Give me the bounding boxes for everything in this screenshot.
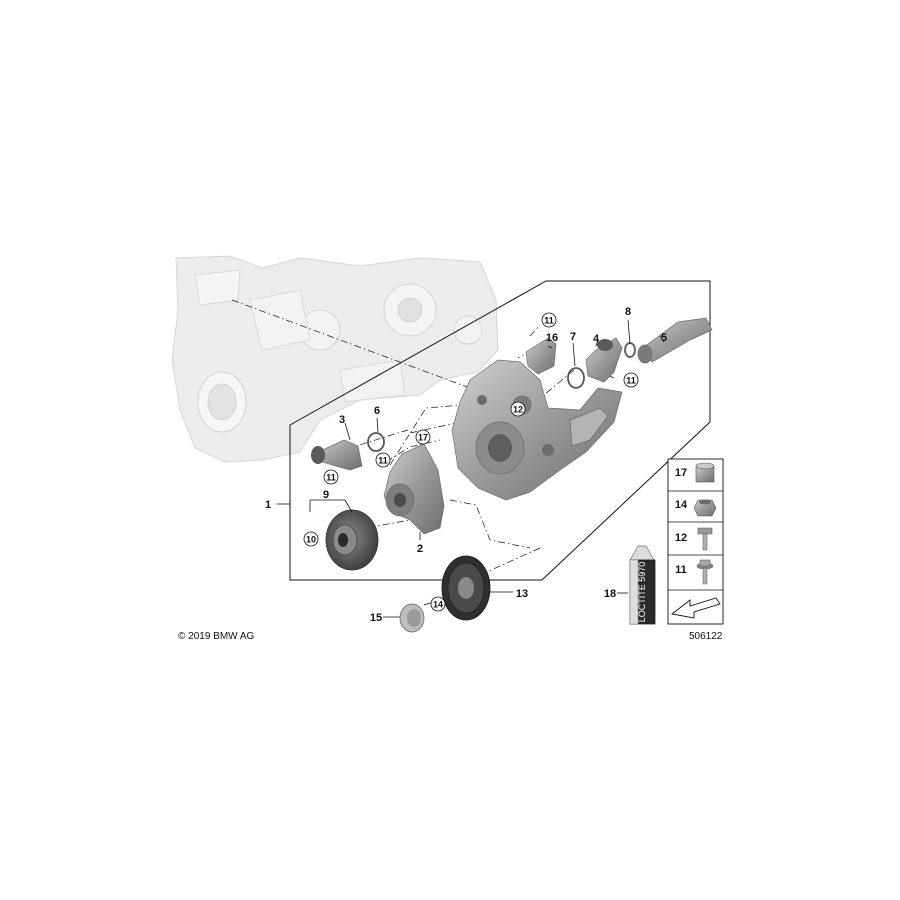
svg-text:11: 11 [378,456,388,466]
circled-callout-11-right: 11 [623,372,639,388]
legend-label-12: 12 [675,532,687,544]
callout-15: 15 [370,612,382,624]
water-pump [383,443,445,535]
callout-16: 16 [546,332,558,344]
inlet-pipe [311,439,363,471]
callout-3: 3 [339,414,345,426]
front-housing [451,359,623,501]
svg-text:11: 11 [326,473,336,483]
svg-text:12: 12 [513,405,523,415]
legend-label-14: 14 [675,499,688,511]
circled-callout-14: 14 [430,596,446,612]
assembly-frame [289,280,711,581]
callout-7: 7 [570,331,576,343]
hex-bolt-icon [697,527,713,551]
legend-label-17: 17 [675,467,687,479]
vibration-damper [441,555,491,621]
sealant-tube: LOCTITE 5970 [629,545,656,625]
callout-18: 18 [604,588,616,600]
circled-callout-11-pipe: 11 [323,469,339,485]
callout-9: 9 [323,489,329,501]
circled-callouts: 11 11 11 11 10 12 14 17 [303,312,639,612]
circled-callout-11-top: 11 [541,312,557,328]
o-ring-6 [367,432,385,452]
circled-callout-12: 12 [510,401,526,417]
callout-1: 1 [265,499,271,511]
fastener-legend: 17 14 12 11 [667,458,724,625]
sleeve-icon [695,462,715,483]
diagram-number: 506122 [689,631,723,642]
o-ring-7 [567,367,585,389]
callout-6: 6 [374,405,380,417]
flange-bolt-icon [696,559,714,585]
bracket-16 [525,337,557,375]
hex-nut-icon [693,499,717,517]
callout-4: 4 [593,333,600,345]
leader-lines [277,319,665,618]
coolant-pipe [637,317,713,364]
circled-callout-17: 17 [415,429,431,445]
callouts: 1 2 3 4 5 6 7 8 9 13 15 16 18 [265,306,667,624]
callout-8: 8 [625,306,631,318]
svg-text:17: 17 [418,433,428,443]
circled-callout-10: 10 [303,531,319,547]
svg-text:11: 11 [626,376,636,386]
sealant-label: LOCTITE 5970 [637,562,647,623]
svg-text:14: 14 [433,600,443,610]
svg-text:10: 10 [306,535,316,545]
legend-label-11: 11 [675,564,687,576]
thermostat-housing [585,337,623,383]
callout-13: 13 [516,588,528,600]
o-ring-8 [624,342,636,358]
svg-text:11: 11 [544,316,554,326]
callout-2: 2 [417,543,423,555]
circled-callout-11-pump: 11 [375,452,391,468]
copyright: © 2019 BMW AG [178,631,255,642]
cover-cap [399,603,425,633]
pump-pulley [325,509,379,571]
reference-arrow-icon [670,597,721,619]
callout-5: 5 [661,332,667,344]
engine-block-ghost [171,255,499,463]
